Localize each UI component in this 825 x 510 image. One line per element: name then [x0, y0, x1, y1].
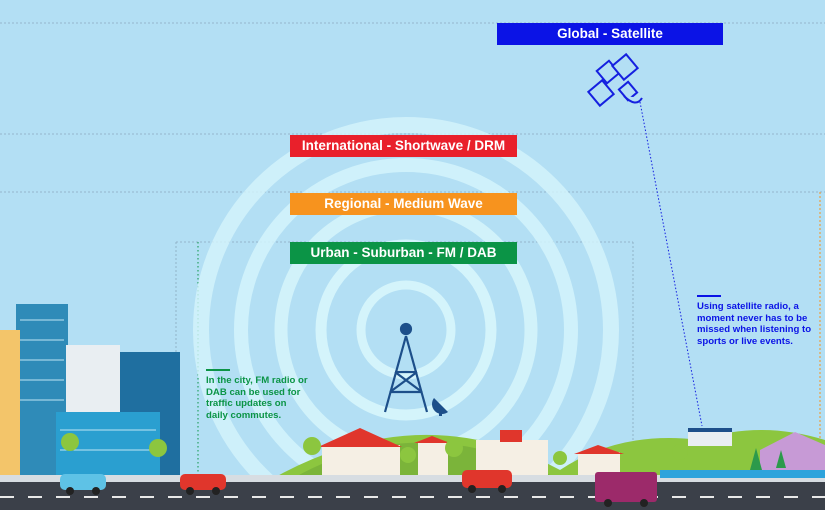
sidewalk	[0, 475, 825, 482]
houses	[318, 428, 732, 475]
city-buildings	[0, 304, 180, 480]
trees	[61, 433, 786, 470]
band-international-shortwave: International - Shortwave / DRM	[290, 135, 517, 157]
band-regional-medium-wave: Regional - Medium Wave	[290, 193, 517, 215]
band-urban-label: Urban - Suburban - FM / DAB	[310, 245, 497, 260]
note-accent-bar	[697, 295, 721, 297]
band-global-label: Global - Satellite	[557, 26, 663, 41]
satellite-icon	[586, 52, 643, 108]
satellite-note: Using satellite radio, a moment never ha…	[697, 295, 815, 347]
satellite-note-text: Using satellite radio, a moment never ha…	[697, 301, 812, 347]
vehicles	[60, 470, 657, 507]
satellite-dish-icon	[432, 398, 448, 416]
water	[660, 470, 825, 478]
band-global-satellite: Global - Satellite	[497, 23, 723, 45]
city-note-text: In the city, FM radio or DAB can be used…	[206, 375, 308, 421]
radio-tower-icon	[383, 322, 429, 413]
band-urban-fm-dab: Urban - Suburban - FM / DAB	[290, 242, 517, 264]
city-note: In the city, FM radio or DAB can be used…	[206, 369, 308, 421]
road	[0, 482, 825, 510]
mountain	[760, 432, 825, 470]
band-international-label: International - Shortwave / DRM	[301, 138, 506, 153]
satellite-signal	[639, 101, 703, 427]
note-accent-bar	[206, 369, 230, 371]
band-regional-label: Regional - Medium Wave	[324, 196, 483, 211]
